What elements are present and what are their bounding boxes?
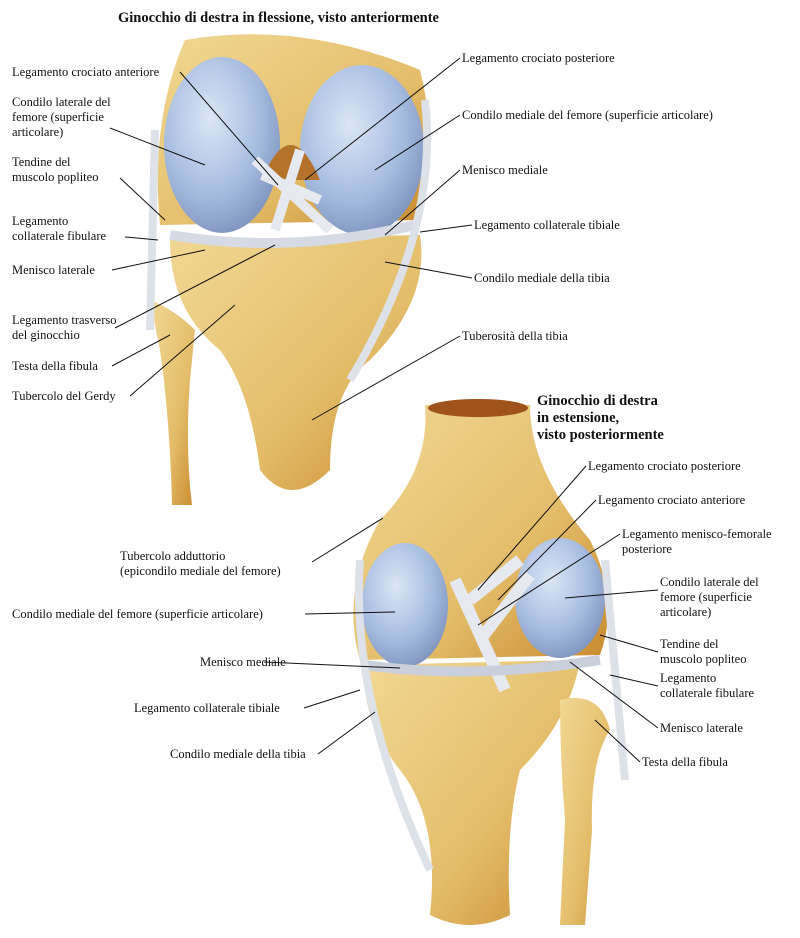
label-medial-tibial-condyle: Condilo mediale della tibia [474, 271, 610, 285]
menisci-bottom [364, 655, 601, 677]
label-medial-tibial-condyle-2: Condilo mediale della tibia [170, 747, 306, 761]
label-fibula-head: Testa della fibula [12, 359, 98, 373]
top-knee-drawing [146, 34, 432, 505]
label-lateral-meniscus: Menisco laterale [12, 263, 95, 277]
tibia-top [170, 235, 422, 490]
label-posterior-cruciate-ligament-2: Legamento crociato posteriore [588, 459, 741, 473]
fibula-top [150, 300, 195, 505]
menisci-top [169, 220, 417, 248]
top-figure-title: Ginocchio di destra in flessione, visto … [118, 10, 439, 26]
label-medial-meniscus: Menisco mediale [462, 163, 548, 177]
label-gerdy-tubercle: Tubercolo del Gerdy [12, 389, 116, 403]
leader-lines [109, 57, 659, 763]
label-tibial-tuberosity: Tuberosità della tibia [462, 329, 568, 343]
lateral-condyle-top [164, 57, 280, 233]
label-medial-meniscus-2: Menisco mediale [200, 655, 286, 669]
label-anterior-cruciate-ligament: Legamento crociato anteriore [12, 65, 160, 79]
bottom-knee-drawing [353, 399, 629, 925]
label-anterior-cruciate-ligament-2: Legamento crociato anteriore [598, 493, 746, 507]
label-medial-femoral-condyle-2: Condilo mediale del femore (superficie a… [12, 607, 263, 621]
tibia-bottom [364, 660, 580, 925]
fibula-bottom [560, 698, 610, 925]
medial-condyle-top [300, 65, 424, 235]
lateral-condyle-bottom [515, 538, 605, 658]
label-adductor-tubercle: Tubercolo adduttorio(epicondilo mediale … [120, 549, 281, 578]
medial-condyle-bottom [362, 543, 448, 667]
label-medial-femoral-condyle: Condilo mediale del femore (superficie a… [462, 108, 713, 122]
collateral-ligaments-bottom [354, 559, 629, 872]
label-posterior-cruciate-ligament: Legamento crociato posteriore [462, 51, 615, 65]
label-fibula-head-2: Testa della fibula [642, 755, 728, 769]
femur-shaft-opening [428, 399, 528, 417]
label-lateral-meniscus-2: Menisco laterale [660, 721, 743, 735]
cruciate-ligaments-top [251, 148, 334, 234]
label-tibial-collateral-ligament-2: Legamento collaterale tibiale [134, 701, 280, 715]
label-tibial-collateral-ligament: Legamento collaterale tibiale [474, 218, 620, 232]
collateral-ligaments-top [146, 99, 432, 383]
